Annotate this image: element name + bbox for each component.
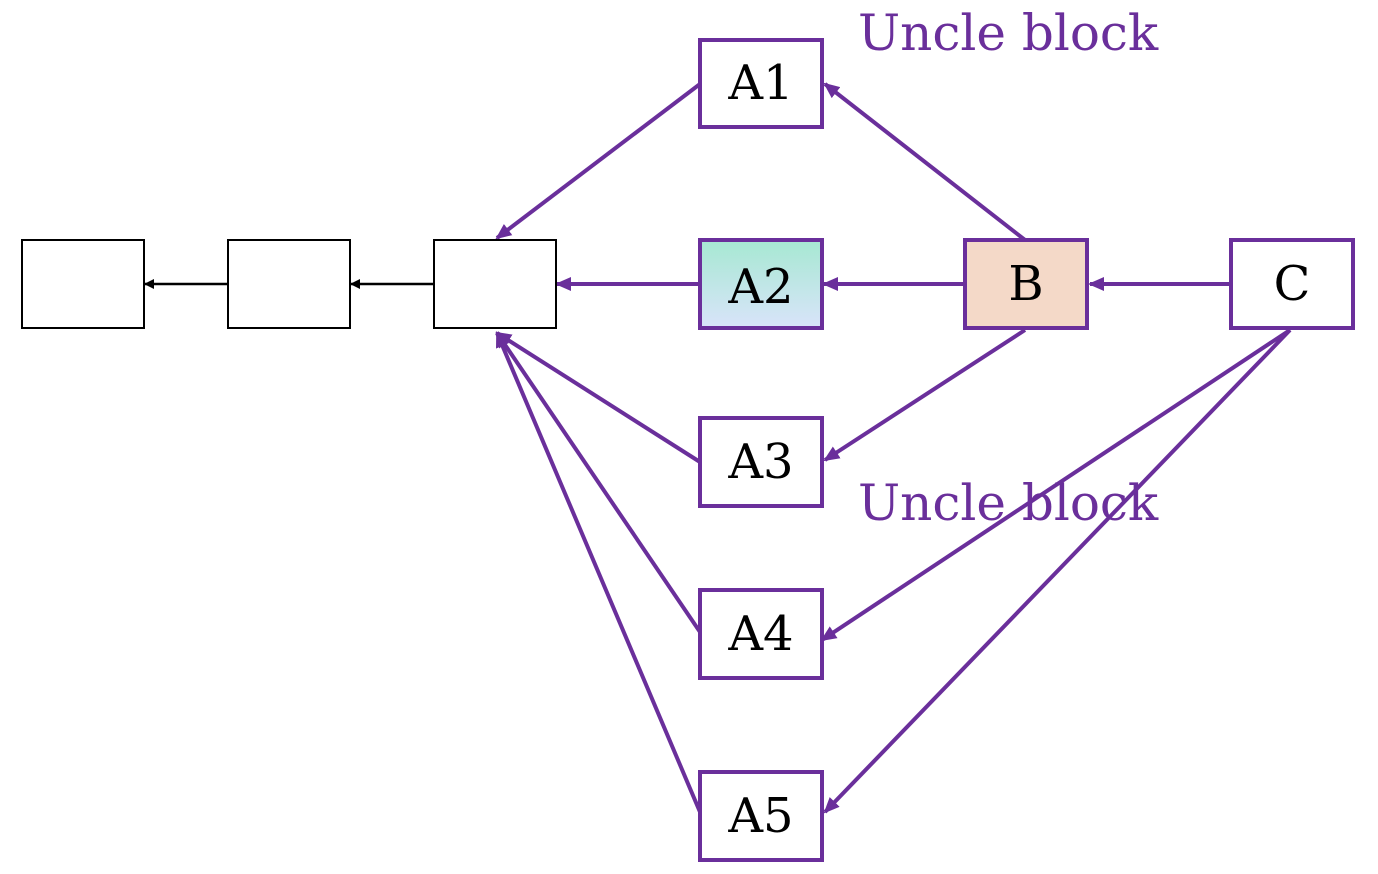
block-prev1 [21,239,145,329]
arrow-a5-to-prev3 [495,331,702,813]
arrow-c-to-a4 [820,328,1292,642]
arrow-a3-to-prev3 [495,331,702,464]
block-a5-label: A5 [727,788,793,844]
block-a1: A1 [698,38,824,129]
block-prev3 [433,239,557,329]
block-a2: A2 [698,238,824,330]
arrow-b-to-a1 [823,82,1027,242]
block-prev2 [227,239,351,329]
arrow-a1-to-prev3 [495,82,702,240]
block-a3-label: A3 [727,434,793,490]
arrow-c-to-a5 [823,328,1292,814]
arrows [144,82,1292,814]
block-a4-label: A4 [727,606,793,662]
block-a5: A5 [698,770,824,862]
block-c-label: C [1274,256,1311,312]
block-a1-label: A1 [727,55,793,111]
arrow-b-to-a3 [823,328,1027,462]
uncle-block-label-top: Uncle block [858,4,1159,62]
block-a4: A4 [698,588,824,680]
block-a2-label: A2 [727,259,793,315]
arrow-a4-to-prev3 [495,331,702,634]
block-b-label: B [1008,256,1043,312]
uncle-block-label-middle: Uncle block [858,474,1159,532]
block-c: C [1229,238,1355,330]
block-b: B [963,238,1089,330]
block-a3: A3 [698,416,824,508]
